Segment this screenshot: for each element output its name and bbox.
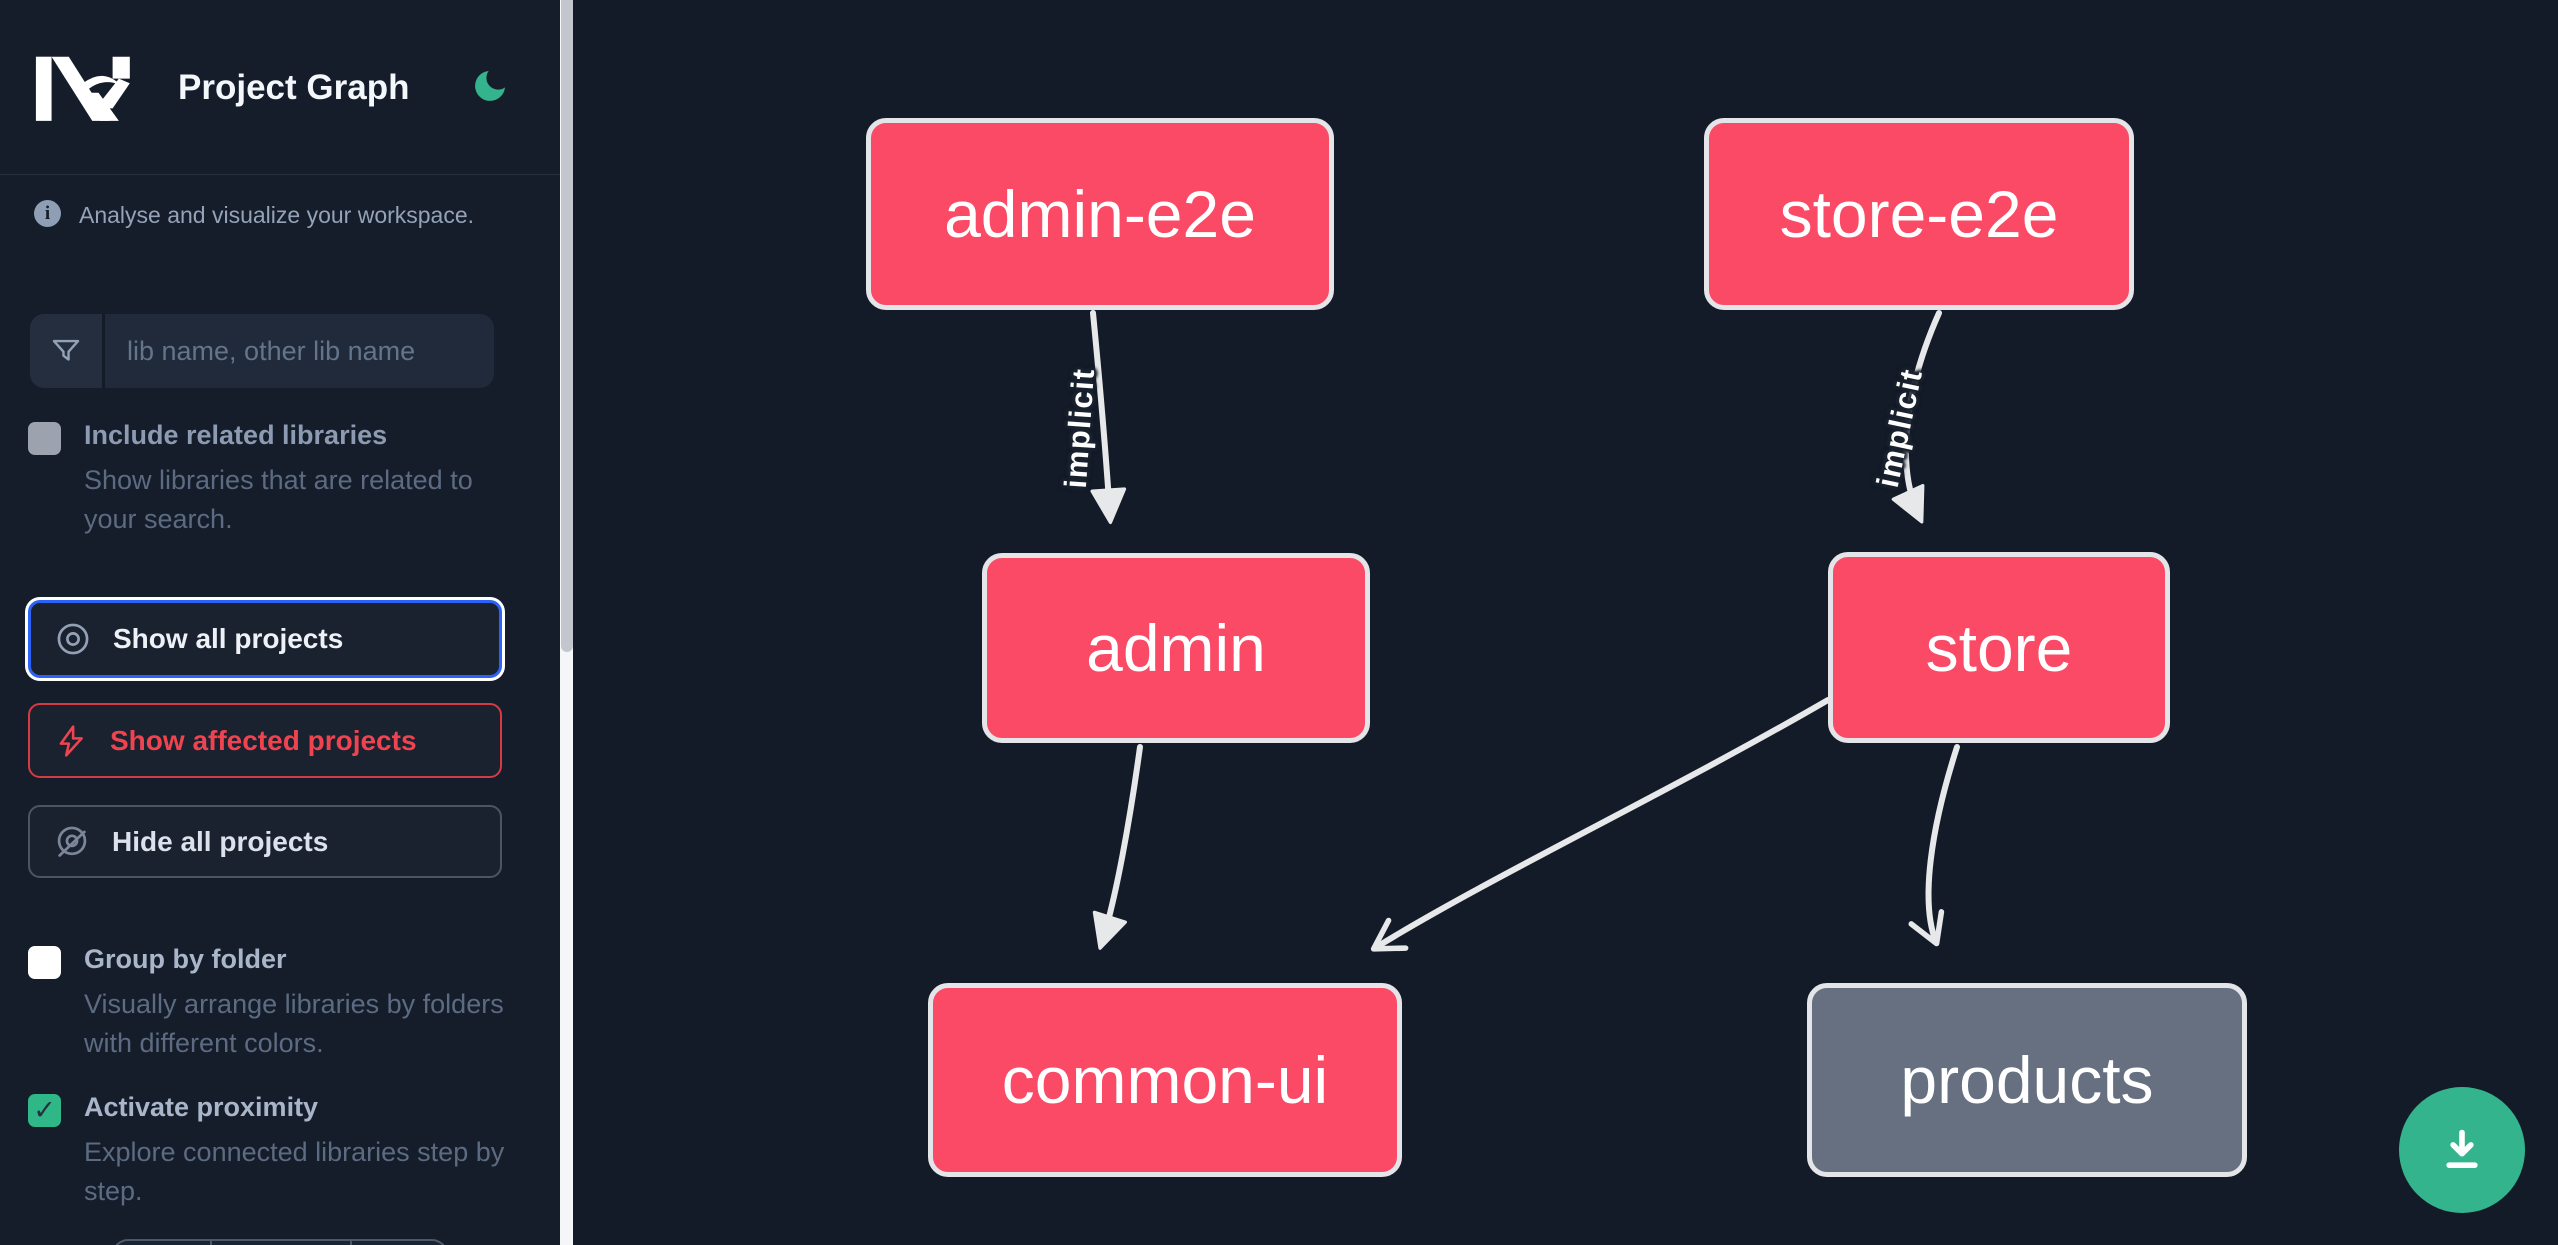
include-related-label: Include related libraries bbox=[84, 420, 388, 450]
group-by-folder-label: Group by folder bbox=[84, 944, 287, 974]
node-store-e2e[interactable]: store-e2e bbox=[1704, 118, 2134, 310]
graph-edges-layer bbox=[1090, 310, 1960, 952]
tagline-text: Analyse and visualize your workspace. bbox=[79, 202, 475, 228]
node-common-ui[interactable]: common-ui bbox=[928, 983, 1402, 1177]
node-admin[interactable]: admin bbox=[982, 553, 1370, 743]
download-graph-button[interactable] bbox=[2399, 1087, 2525, 1213]
activate-proximity-description: Explore connected libraries step by step… bbox=[84, 1137, 505, 1206]
edge-store-to-common-ui[interactable] bbox=[1370, 697, 1831, 952]
proximity-depth-control-partial[interactable] bbox=[112, 1239, 448, 1245]
search-input[interactable] bbox=[105, 314, 494, 388]
node-products-label: products bbox=[1900, 1043, 2154, 1117]
activate-proximity-checkbox[interactable]: ✓ bbox=[28, 1094, 61, 1127]
node-admin-e2e-label: admin-e2e bbox=[944, 177, 1256, 251]
node-common-ui-label: common-ui bbox=[1001, 1043, 1329, 1117]
activate-proximity-setting: ✓ Activate proximity Explore connected l… bbox=[28, 1092, 504, 1211]
edge-store-e2e-to-store[interactable] bbox=[1891, 310, 1942, 524]
edge-label-implicit-admin: implicit bbox=[1057, 366, 1102, 490]
eye-off-icon bbox=[57, 826, 87, 857]
project-graph-canvas[interactable]: implicit implicit admin-e2e store-e2e ad… bbox=[573, 0, 2558, 1245]
theme-toggle-moon-icon[interactable] bbox=[468, 64, 512, 108]
node-admin-e2e[interactable]: admin-e2e bbox=[866, 118, 1334, 310]
group-by-folder-setting: Group by folder Visually arrange librari… bbox=[28, 944, 504, 1063]
filter-funnel-icon bbox=[52, 339, 80, 361]
include-related-description: Show libraries that are related to your … bbox=[84, 465, 473, 534]
eye-icon bbox=[57, 623, 89, 655]
include-related-setting: Include related libraries Show libraries… bbox=[28, 420, 498, 539]
nx-logo-icon bbox=[35, 56, 130, 121]
edge-store-to-products[interactable] bbox=[1908, 744, 1960, 947]
node-store-e2e-label: store-e2e bbox=[1779, 177, 2059, 251]
show-affected-projects-label: Show affected projects bbox=[110, 724, 417, 756]
edge-admin-e2e-to-admin[interactable] bbox=[1090, 310, 1127, 525]
activate-proximity-label: Activate proximity bbox=[84, 1092, 319, 1122]
hide-all-projects-button[interactable]: Hide all projects bbox=[28, 805, 502, 878]
sidebar-header: Project Graph bbox=[0, 0, 560, 175]
search-bar bbox=[30, 314, 494, 388]
node-store-label: store bbox=[1925, 610, 2073, 685]
info-icon: i bbox=[34, 200, 61, 227]
moon-icon bbox=[475, 71, 505, 101]
sidebar: Project Graph i Analyse and visualize yo… bbox=[0, 0, 560, 1245]
node-products[interactable]: products bbox=[1807, 983, 2247, 1177]
bolt-icon bbox=[59, 724, 83, 757]
page-title: Project Graph bbox=[178, 68, 410, 107]
filter-icon-cell bbox=[30, 314, 105, 388]
workspace-tagline: i Analyse and visualize your workspace. bbox=[34, 200, 474, 229]
sidebar-scrollbar-thumb[interactable] bbox=[560, 0, 573, 652]
edge-admin-to-common-ui[interactable] bbox=[1092, 744, 1143, 950]
sidebar-scrollbar-track[interactable] bbox=[560, 0, 573, 1245]
node-admin-label: admin bbox=[1086, 611, 1266, 685]
download-icon bbox=[2446, 1129, 2478, 1168]
group-by-folder-description: Visually arrange libraries by folders wi… bbox=[84, 989, 504, 1058]
hide-all-projects-label: Hide all projects bbox=[112, 825, 329, 857]
show-all-projects-button[interactable]: Show all projects bbox=[28, 600, 502, 678]
checkmark-icon: ✓ bbox=[33, 1095, 56, 1125]
node-store[interactable]: store bbox=[1828, 552, 2170, 743]
group-by-folder-checkbox[interactable] bbox=[28, 946, 61, 979]
include-related-checkbox[interactable] bbox=[28, 422, 61, 455]
show-all-projects-label: Show all projects bbox=[113, 623, 344, 654]
show-affected-projects-button[interactable]: Show affected projects bbox=[28, 703, 502, 778]
